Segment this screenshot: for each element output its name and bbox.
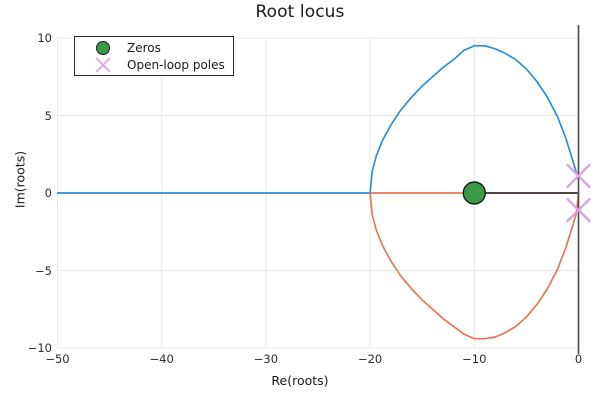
- zero-marker: [462, 181, 486, 205]
- legend-item[interactable]: Open-loop poles: [83, 56, 225, 74]
- y-tick-label: −10: [27, 341, 52, 355]
- x-tick-label: −30: [253, 352, 279, 366]
- marker-layer: [462, 163, 591, 223]
- x-tick-label: −10: [462, 352, 487, 366]
- legend-item-label: Zeros: [127, 41, 161, 55]
- chart-title: Root locus: [255, 2, 345, 22]
- y-tick-label: −5: [35, 263, 52, 278]
- legend-item[interactable]: Zeros: [83, 39, 161, 57]
- legend-item-label: Open-loop poles: [127, 58, 225, 72]
- zero-legend-icon: [83, 39, 123, 57]
- series-locus-branch-upper: [56, 44, 580, 194]
- x-axis-label: Re(roots): [271, 373, 329, 388]
- x-tick-label: −20: [357, 352, 383, 366]
- open-loop-pole-marker: [566, 163, 591, 189]
- open-loop-pole-marker: [566, 197, 591, 223]
- y-tick-label: 10: [37, 31, 52, 45]
- x-tick-label: −50: [45, 352, 70, 366]
- series-layer: [56, 44, 580, 340]
- pole-legend-icon: [83, 56, 123, 74]
- y-tick-label: 0: [44, 186, 52, 200]
- x-tick-label: 0: [574, 352, 583, 366]
- y-axis-label: Im(roots): [12, 150, 28, 209]
- x-tick-label: −40: [149, 352, 174, 366]
- y-tick-label: 5: [44, 108, 52, 123]
